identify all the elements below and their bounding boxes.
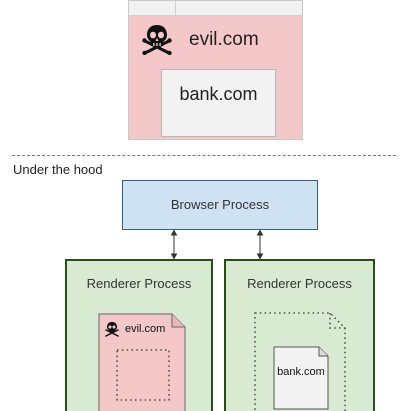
bank-document: bank.com [273,346,329,410]
browser-window-mock: evil.com bank.com [128,0,303,140]
ipc-arrowhead-right-up [256,229,264,236]
embedded-frame-label: bank.com [179,84,258,104]
dotted-page-outline [254,312,346,411]
evil-site-label: evil.com [189,29,259,50]
section-separator [12,155,396,156]
skull-icon [142,25,172,55]
section-heading: Under the hood [13,162,103,177]
renderer-process-bank: Renderer Process bank.com [224,259,375,411]
ipc-arrowhead-left-up [170,229,178,236]
renderer-label: Renderer Process [247,276,352,291]
browser-process-box: Browser Process [122,180,318,230]
evil-document-label: evil.com [125,323,166,335]
evil-document: evil.com [98,313,186,411]
bank-document-label: bank.com [277,366,325,378]
ipc-arrowhead-left-down [170,253,178,260]
renderer-process-evil: Renderer Process evil.com [65,259,213,411]
document-page-icon [273,346,329,410]
browser-process-label: Browser Process [170,197,270,212]
skull-icon [105,322,119,337]
ipc-arrowhead-right-down [256,253,264,260]
tab-divider [175,1,176,15]
renderer-label: Renderer Process [86,276,192,291]
browser-tab-bar [129,1,302,16]
document-page-icon [98,313,186,411]
embedded-bank-frame: bank.com [161,69,276,137]
